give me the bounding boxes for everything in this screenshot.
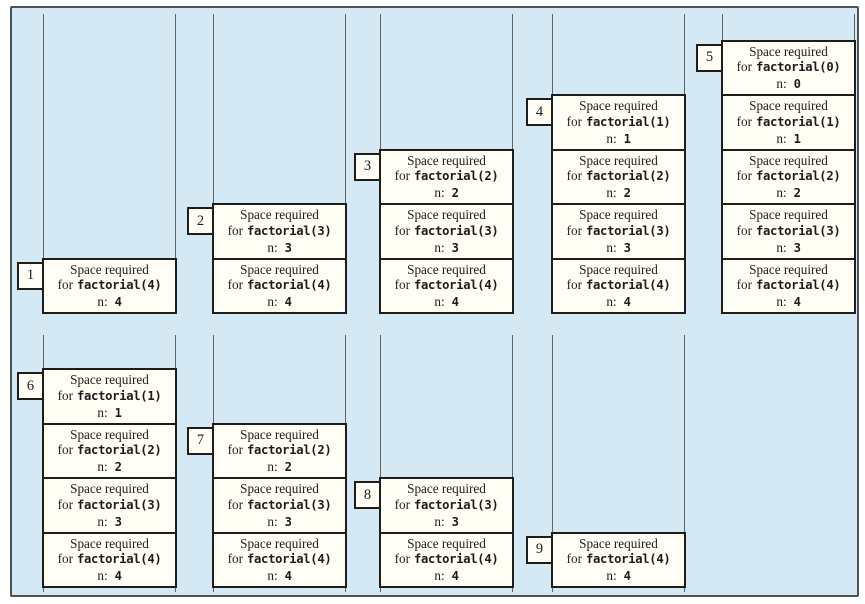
call-stack-diagram-panel: [10, 6, 859, 597]
